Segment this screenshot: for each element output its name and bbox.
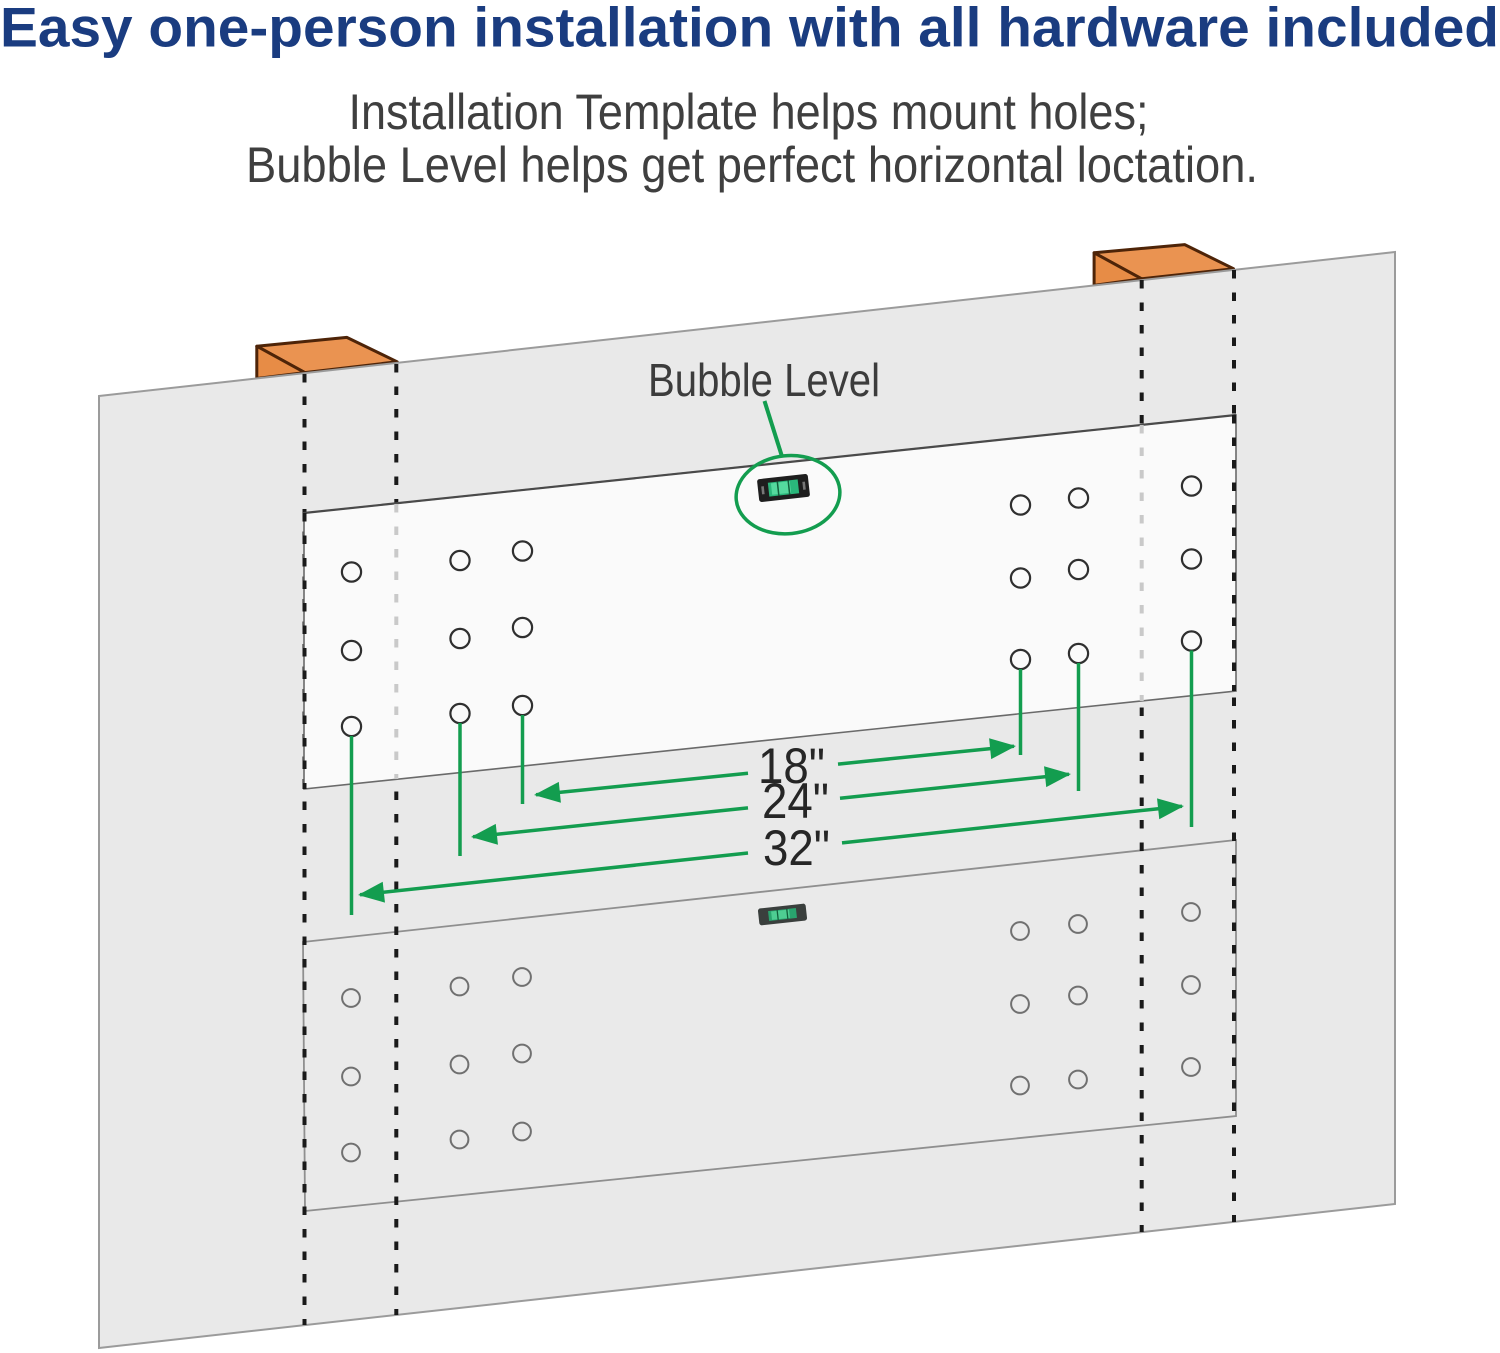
svg-text:Easy one-person installation w: Easy one-person installation with all ha… bbox=[0, 0, 1499, 59]
svg-text:24": 24" bbox=[762, 773, 829, 829]
svg-text:Installation Template helps mo: Installation Template helps mount holes; bbox=[349, 84, 1149, 140]
svg-text:18": 18" bbox=[758, 738, 825, 794]
svg-text:Bubble Level: Bubble Level bbox=[648, 354, 880, 406]
svg-text:Bubble Level helps get perfect: Bubble Level helps get perfect horizonta… bbox=[246, 137, 1258, 193]
svg-text:32": 32" bbox=[763, 820, 830, 876]
